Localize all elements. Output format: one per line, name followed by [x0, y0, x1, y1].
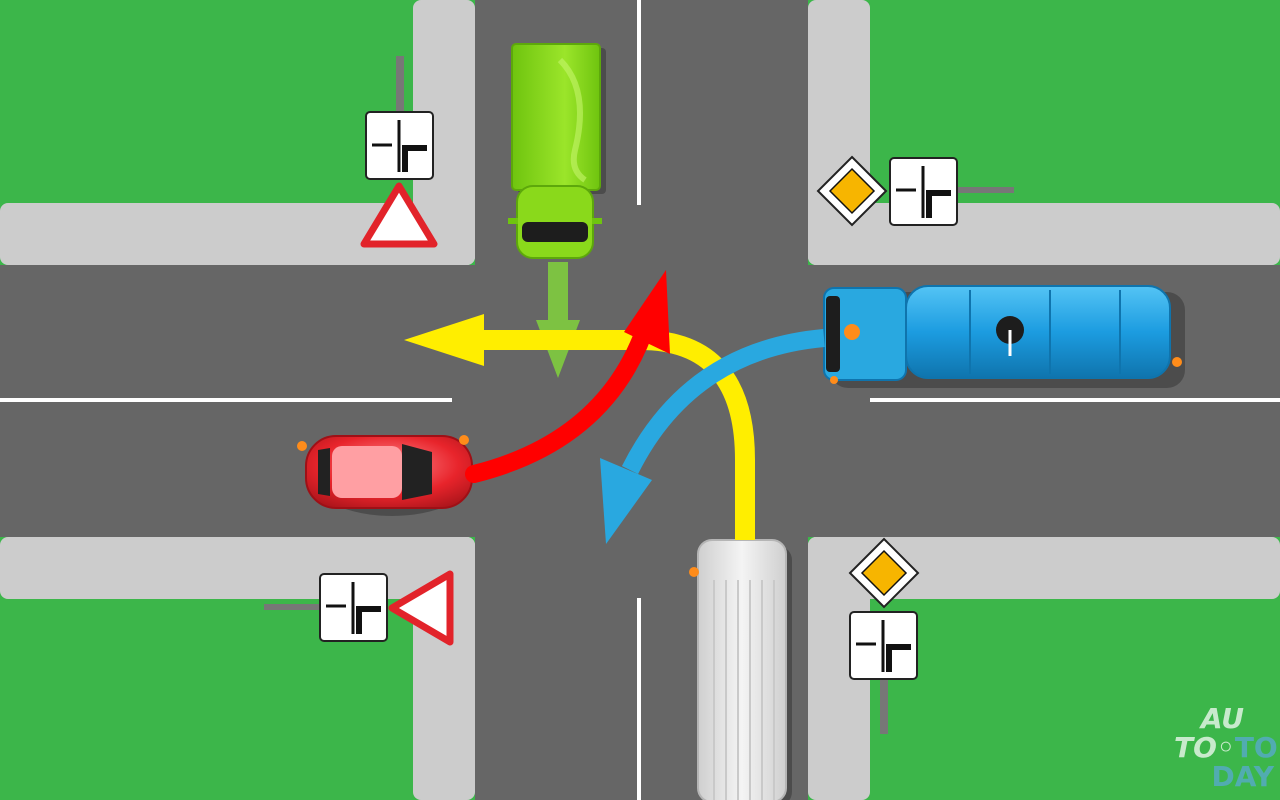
yield-sign-northwest: [360, 56, 438, 248]
watermark-line3: DAY: [1211, 760, 1274, 793]
autotoday-watermark: AU TO◦TO DAY: [1174, 702, 1278, 796]
white-van: [689, 539, 792, 800]
watermark-line2: TO◦TO: [1174, 731, 1278, 764]
yield-sign-southwest: [264, 570, 454, 646]
arrow-blue-left: [600, 329, 825, 544]
watermark-separator: ◦: [1216, 731, 1235, 764]
main-road-plate-icon: [372, 120, 427, 172]
priority-sign-northeast: [816, 155, 1014, 227]
main-road-plate-icon: [896, 166, 951, 218]
watermark-line1: AU: [1200, 702, 1244, 735]
watermark-line2b: TO: [1234, 731, 1278, 764]
main-road-plate-icon: [856, 620, 911, 672]
arrow-red-left: [465, 270, 670, 483]
blue-tanker: [823, 285, 1185, 388]
green-truck: [508, 43, 606, 259]
main-road-plate-icon: [326, 582, 381, 634]
priority-sign-southeast: [848, 537, 920, 734]
watermark-line2a: TO: [1174, 731, 1217, 764]
red-car: [297, 435, 473, 516]
